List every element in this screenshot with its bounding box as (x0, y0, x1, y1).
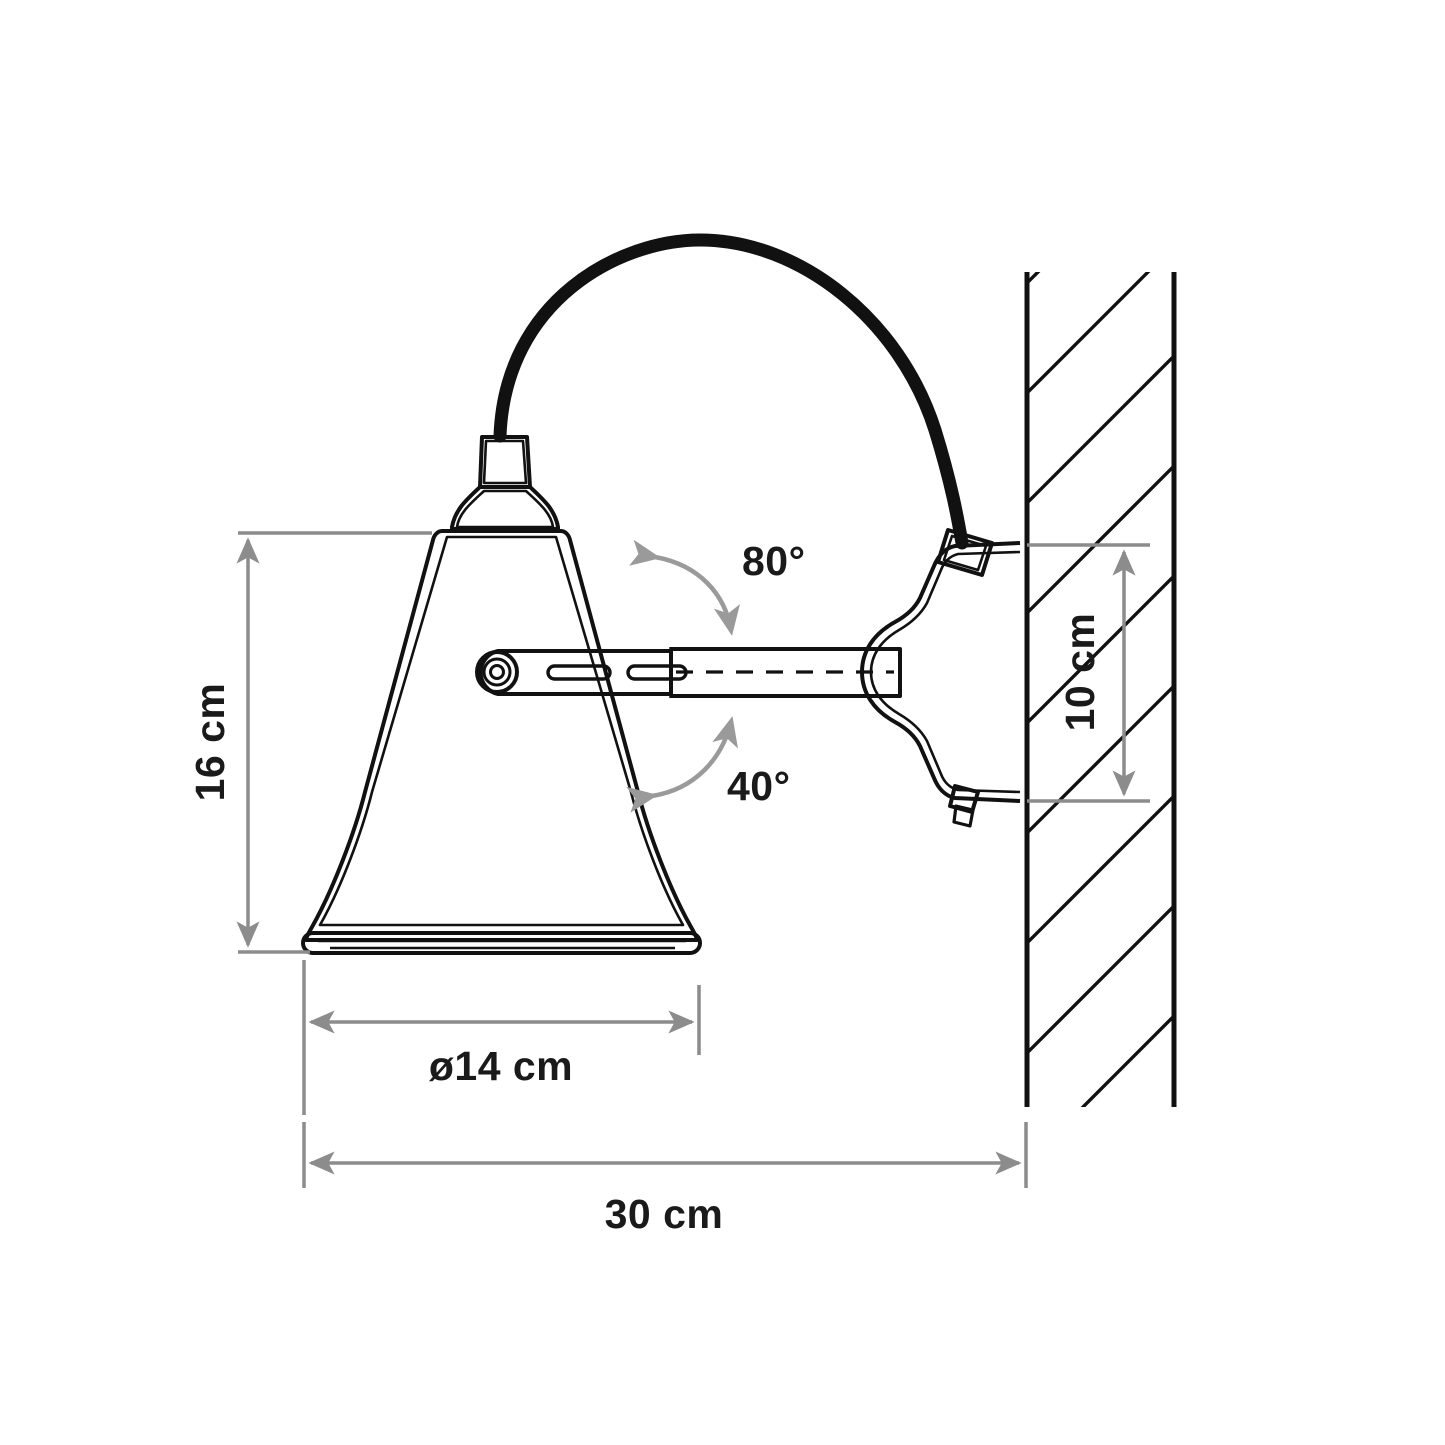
bracket-outline (860, 541, 1021, 803)
shade-neck-inner (455, 489, 555, 529)
shade-pivot-inner (489, 664, 505, 680)
cable-entry-collar (936, 528, 994, 577)
dimension-projection-30cm: 30 cm (302, 1122, 1028, 1237)
arm-slot-1 (546, 664, 612, 681)
angle-40-label: 40° (727, 763, 791, 809)
lamp-arm (475, 647, 902, 698)
bracket-screw (952, 804, 975, 828)
dim-label-16cm: 16 cm (187, 683, 233, 802)
angle-40-arc (626, 716, 738, 813)
cable-entry-collar-inner (942, 534, 988, 572)
shade-pivot-outer (475, 650, 519, 694)
cable-gland-inner (482, 439, 528, 485)
dimension-diameter-14cm: ø14 cm (302, 960, 701, 1115)
wall-bracket (860, 528, 1021, 828)
angle-80-label: 80° (742, 538, 806, 584)
arm-tube (671, 647, 902, 698)
dim-label-10cm: 10 cm (1057, 613, 1103, 732)
wall-section (1024, 272, 1177, 1107)
shade-body-inner (318, 535, 685, 927)
bracket-outline-inner (869, 550, 1021, 794)
dimension-height-16cm: 16 cm (187, 531, 432, 954)
lamp-shade (301, 435, 702, 955)
angle-80-arc (629, 539, 740, 636)
dim-label-30cm: 30 cm (605, 1191, 724, 1237)
shade-pivot-mid (482, 657, 512, 687)
power-cable (493, 233, 969, 550)
shade-rim (301, 931, 702, 955)
dim-label-14cm: ø14 cm (429, 1043, 573, 1089)
angle-40-degrees: 40° (626, 716, 791, 813)
angle-80-degrees: 80° (629, 538, 806, 636)
wall-hatching (1026, 272, 1175, 1107)
dimension-bracket-10cm: 10 cm (1027, 543, 1150, 803)
